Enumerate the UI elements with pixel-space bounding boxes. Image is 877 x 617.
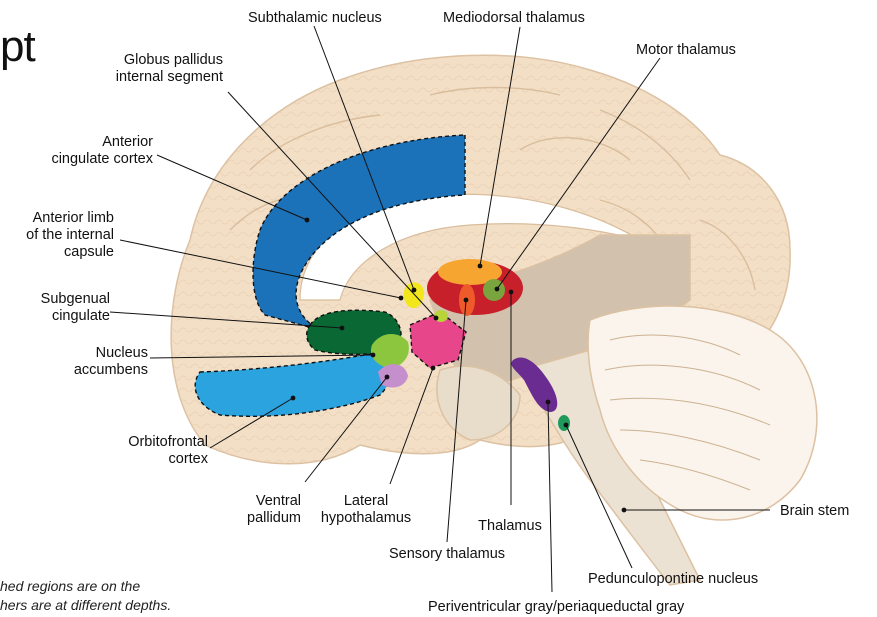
label-pedunculopontine: Pedunculopontine nucleus [588,571,758,587]
label-gp-2: internal segment [116,69,223,85]
label-alic-1: Anterior limb [33,210,114,226]
label-ofc-2: cortex [169,451,209,467]
label-nacc-2: accumbens [74,362,148,378]
caption-line-1: hed regions are on the [0,577,260,596]
label-mediodorsal: Mediodorsal thalamus [443,10,585,26]
label-alic-3: capsule [64,244,114,260]
label-subgenual-1: Subgenual [41,291,110,307]
label-alic-2: of the internal [26,227,114,243]
label-nacc-1: Nucleus [96,345,148,361]
label-periventricular: Periventricular gray/periaqueductal gray [428,599,685,615]
label-lh-1: Lateral [344,493,388,509]
label-subthalamic: Subthalamic nucleus [248,10,382,26]
label-subgenual-2: cingulate [52,308,110,324]
label-vp-2: pallidum [247,510,301,526]
label-acc-1: Anterior [102,134,153,150]
label-ofc-1: Orbitofrontal [128,434,208,450]
label-vp-1: Ventral [256,493,301,509]
label-sensory-thalamus: Sensory thalamus [389,546,505,562]
label-lh-2: hypothalamus [321,510,411,526]
label-acc-2: cingulate cortex [51,151,153,167]
label-motor-thalamus: Motor thalamus [636,42,736,58]
caption-line-2: hers are at different depths. [0,596,260,615]
label-brain-stem: Brain stem [780,503,849,519]
label-thalamus: Thalamus [478,518,542,534]
label-gp-1: Globus pallidus [124,52,223,68]
caption: hed regions are on the hers are at diffe… [0,577,260,615]
